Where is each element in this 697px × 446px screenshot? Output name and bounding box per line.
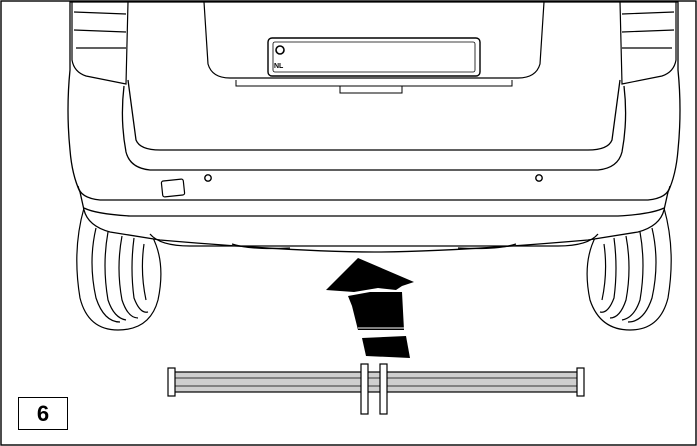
car-rear-body: [67, 1, 681, 253]
tow-bar-left-end: [167, 367, 176, 397]
tow-bar-right-end: [576, 367, 585, 397]
tow-bar-bracket-left: [360, 363, 369, 415]
right-tail-light: [619, 1, 677, 85]
left-parking-sensor: [204, 174, 212, 182]
plate-light: [339, 85, 403, 94]
right-rear-tire: [586, 207, 672, 331]
tow-bar-bracket-right: [379, 363, 388, 415]
license-plate: NL: [267, 37, 481, 77]
right-parking-sensor: [535, 174, 543, 182]
tow-bar: [167, 363, 585, 415]
plate-recess: [203, 1, 545, 79]
arrow-up-icon: [326, 258, 414, 358]
left-rear-tire: [76, 207, 162, 331]
eu-stars-icon: [275, 45, 285, 55]
step-number: 6: [36, 400, 50, 426]
tow-hook-cover: [160, 178, 186, 198]
step-number-badge: 6: [18, 397, 68, 430]
left-tail-light: [71, 1, 129, 85]
plate-country-code: NL: [274, 63, 284, 70]
